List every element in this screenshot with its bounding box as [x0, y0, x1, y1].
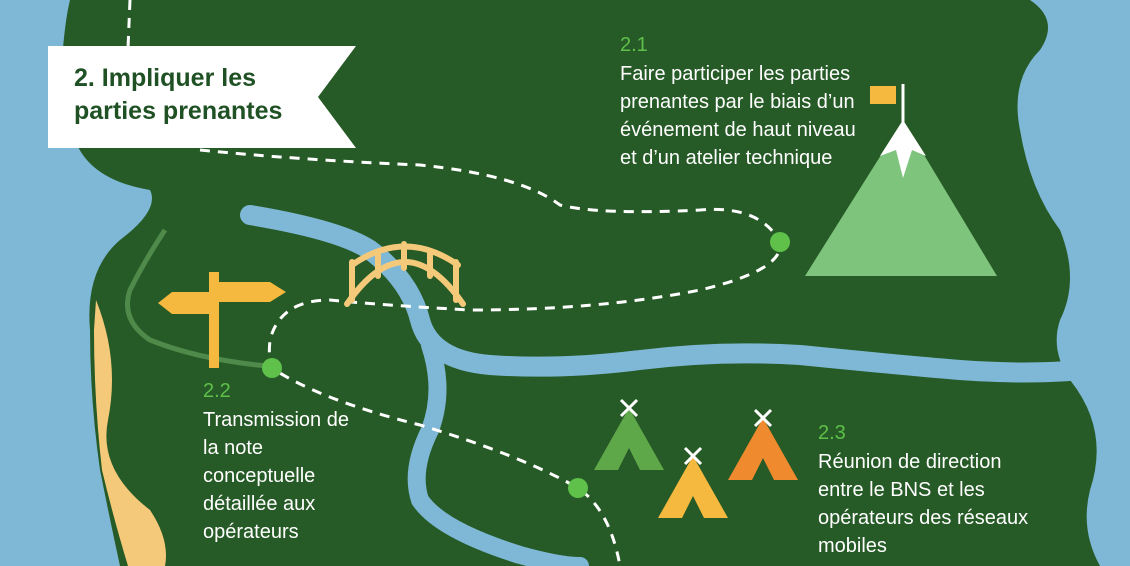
- tent-icon: [594, 398, 664, 470]
- sand-beach: [94, 300, 166, 566]
- step-text-2-2: Transmission de la note conceptuelle dét…: [203, 409, 349, 543]
- step-text-2-1: Faire participer les parties prenantes p…: [620, 63, 856, 169]
- step-node-2-2: [262, 358, 282, 378]
- title-banner: [48, 46, 356, 148]
- flag-icon: [870, 84, 905, 122]
- step-text-2-3: Réunion de direction entre le BNS et les…: [818, 451, 1029, 557]
- step-number-2-2: 2.2: [203, 380, 231, 402]
- step-node-2-3: [568, 478, 588, 498]
- route-path: [126, 0, 132, 49]
- banner-title: 2. Impliquer les parties prenantes: [74, 64, 283, 125]
- signpost-icon: [158, 272, 286, 368]
- tent-icon: [658, 446, 728, 518]
- route-path-main: [199, 148, 782, 566]
- step-number-2-3: 2.3: [818, 422, 846, 444]
- step-node-2-1: [770, 232, 790, 252]
- tent-icon: [728, 408, 798, 480]
- bridge-icon: [344, 241, 466, 307]
- step-number-2-1: 2.1: [620, 34, 648, 56]
- mountain-icon: [805, 120, 997, 276]
- river-branch: [407, 336, 589, 566]
